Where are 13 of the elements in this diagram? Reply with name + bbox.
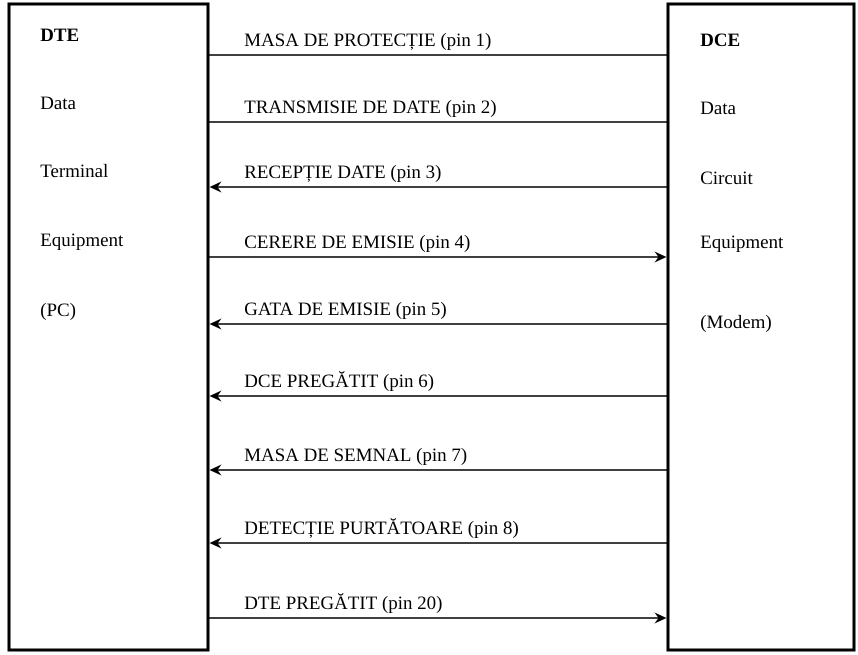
edge-label: DETECȚIE PURTĂTOARE (pin 8) bbox=[244, 518, 518, 538]
signal-line bbox=[210, 121, 666, 123]
edge-label: DCE PREGĂTIT (pin 6) bbox=[244, 371, 434, 392]
edge-label: TRANSMISIE DE DATE (pin 2) bbox=[244, 100, 496, 118]
edge-label: MASA DE PROTECȚIE (pin 1) bbox=[244, 32, 490, 50]
device-box: DCE Data Circuit Equipment (Modem) bbox=[666, 2, 856, 652]
signal-line bbox=[210, 54, 666, 56]
edge-label: RECEPȚIE DATE (pin 3) bbox=[244, 164, 441, 182]
edge-label: GATA DE EMISIE (pin 5) bbox=[245, 302, 446, 320]
device-box: DTE Data Terminal Equipment (PC) bbox=[8, 2, 210, 652]
edge-label: CERERE DE EMISIE (pin 4) bbox=[245, 234, 470, 252]
edge-label: MASA DE SEMNAL (pin 7) bbox=[244, 448, 466, 466]
edge-label: DTE PREGĂTIT (pin 20) bbox=[244, 593, 442, 614]
